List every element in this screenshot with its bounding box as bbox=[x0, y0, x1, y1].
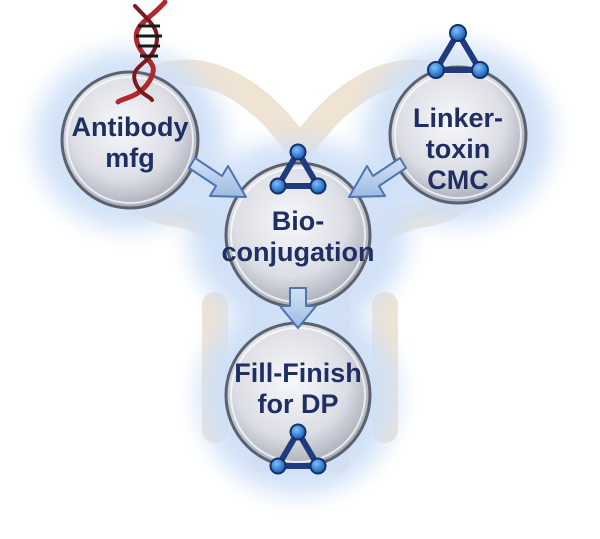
label-antibody-line1: Antibody bbox=[71, 112, 189, 142]
dna-icon bbox=[115, 0, 168, 105]
label-fillfinish-line2: for DP bbox=[257, 389, 339, 419]
label-antibody: Antibody mfg bbox=[62, 112, 198, 174]
circle-antibody bbox=[60, 70, 200, 210]
label-bioconjugation-line2: conjugation bbox=[221, 237, 375, 267]
triangle-molecule-icon-fillfinish bbox=[269, 423, 327, 475]
label-linker-line1: Linker- bbox=[412, 103, 504, 133]
label-linker-line2: toxin bbox=[425, 134, 491, 164]
arrow-linker-to-bioconjugation bbox=[348, 157, 407, 198]
label-bioconjugation: Bio- conjugation bbox=[218, 206, 378, 268]
label-linker-line3: CMC bbox=[427, 165, 489, 195]
arrow-bioconjugation-to-fillfinish bbox=[279, 287, 317, 329]
label-fillfinish: Fill-Finish for DP bbox=[218, 358, 378, 420]
label-linker: Linker- toxin CMC bbox=[395, 103, 521, 196]
label-bioconjugation-line1: Bio- bbox=[271, 206, 325, 236]
label-fillfinish-line1: Fill-Finish bbox=[234, 358, 362, 388]
triangle-molecule-icon-linker bbox=[427, 24, 489, 79]
arrow-antibody-to-bioconjugation bbox=[188, 157, 247, 198]
triangle-molecule-icon-bioconjugation bbox=[269, 143, 327, 195]
label-antibody-line2: mfg bbox=[105, 143, 155, 173]
